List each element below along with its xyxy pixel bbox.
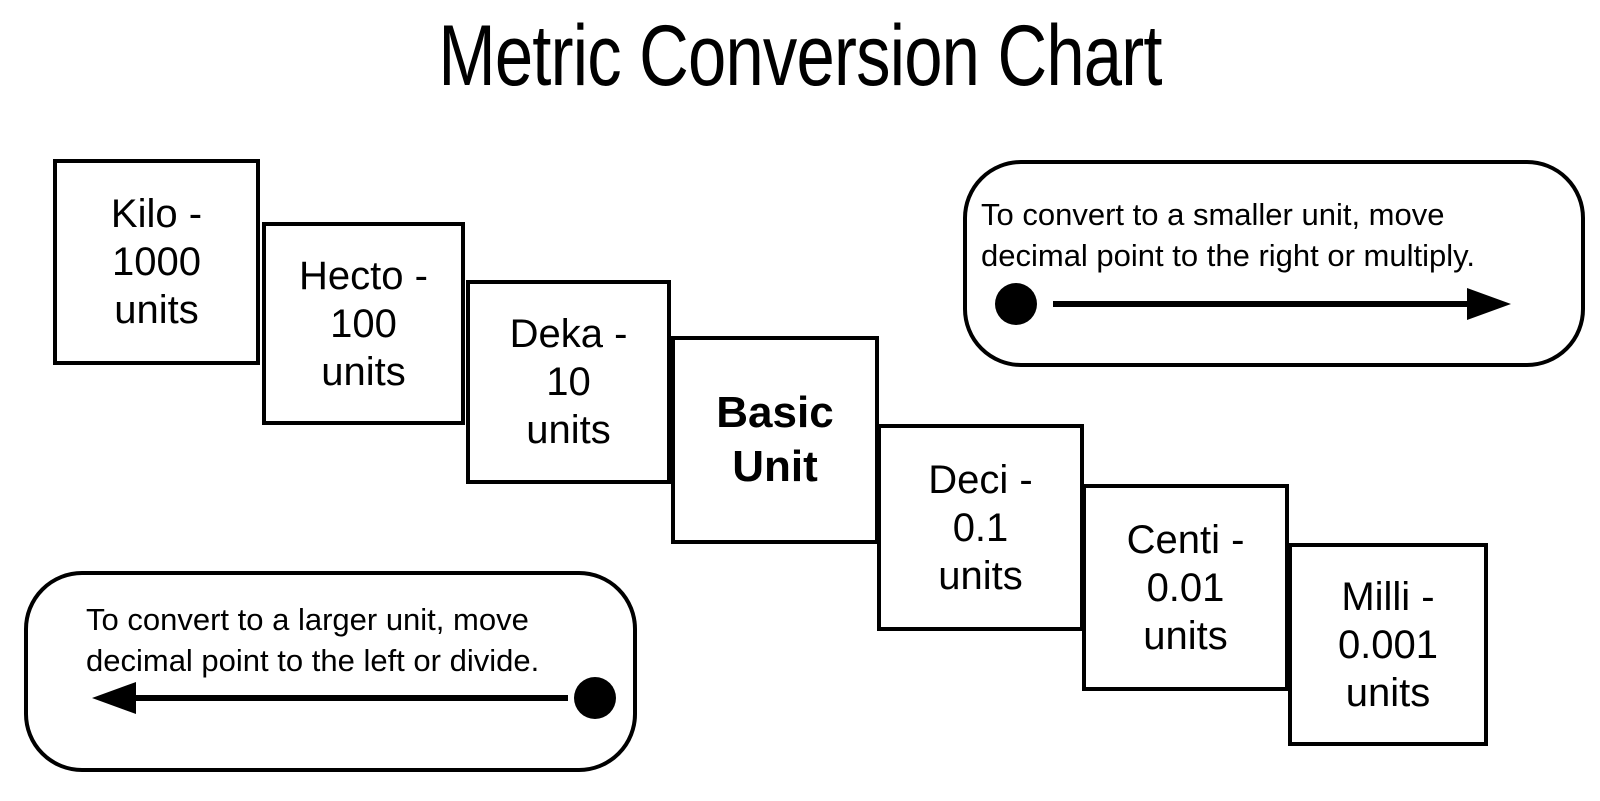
- unit-box-hecto[interactable]: Hecto - 100 units: [262, 222, 465, 425]
- arrow-left-group: [78, 675, 628, 721]
- unit-box-hecto-label: Hecto - 100 units: [299, 253, 428, 394]
- unit-box-deci[interactable]: Deci - 0.1 units: [877, 424, 1084, 631]
- unit-box-basic-unit-label: Basic Unit: [716, 388, 834, 491]
- unit-box-deci-label: Deci - 0.1 units: [928, 457, 1033, 598]
- callout-convert-larger: To convert to a larger unit, move decima…: [24, 571, 637, 772]
- unit-box-milli[interactable]: Milli - 0.001 units: [1288, 543, 1488, 746]
- callout-convert-smaller: To convert to a smaller unit, move decim…: [963, 160, 1585, 367]
- unit-box-milli-label: Milli - 0.001 units: [1337, 574, 1439, 715]
- arrow-shaft: [1053, 301, 1467, 307]
- unit-box-deka-label: Deka - 10 units: [509, 312, 628, 452]
- unit-box-basic-unit[interactable]: Basic Unit: [671, 336, 879, 544]
- unit-box-kilo[interactable]: Kilo - 1000 units: [53, 159, 260, 365]
- decimal-point-dot-icon: [995, 283, 1037, 325]
- arrow-shaft: [136, 695, 568, 701]
- unit-box-centi-label: Centi - 0.01 units: [1126, 517, 1245, 658]
- unit-box-centi[interactable]: Centi - 0.01 units: [1082, 484, 1289, 691]
- callout-convert-larger-text: To convert to a larger unit, move decima…: [86, 602, 540, 678]
- unit-box-deka[interactable]: Deka - 10 units: [466, 280, 671, 484]
- page-title: Metric Conversion Chart: [438, 8, 1162, 104]
- arrow-left-icon: [92, 682, 136, 714]
- arrow-right-group: [981, 281, 1575, 327]
- arrow-right-icon: [1467, 288, 1511, 320]
- unit-box-kilo-label: Kilo - 1000 units: [110, 192, 203, 332]
- decimal-point-dot-icon: [574, 677, 616, 719]
- callout-convert-smaller-text: To convert to a smaller unit, move decim…: [981, 197, 1475, 273]
